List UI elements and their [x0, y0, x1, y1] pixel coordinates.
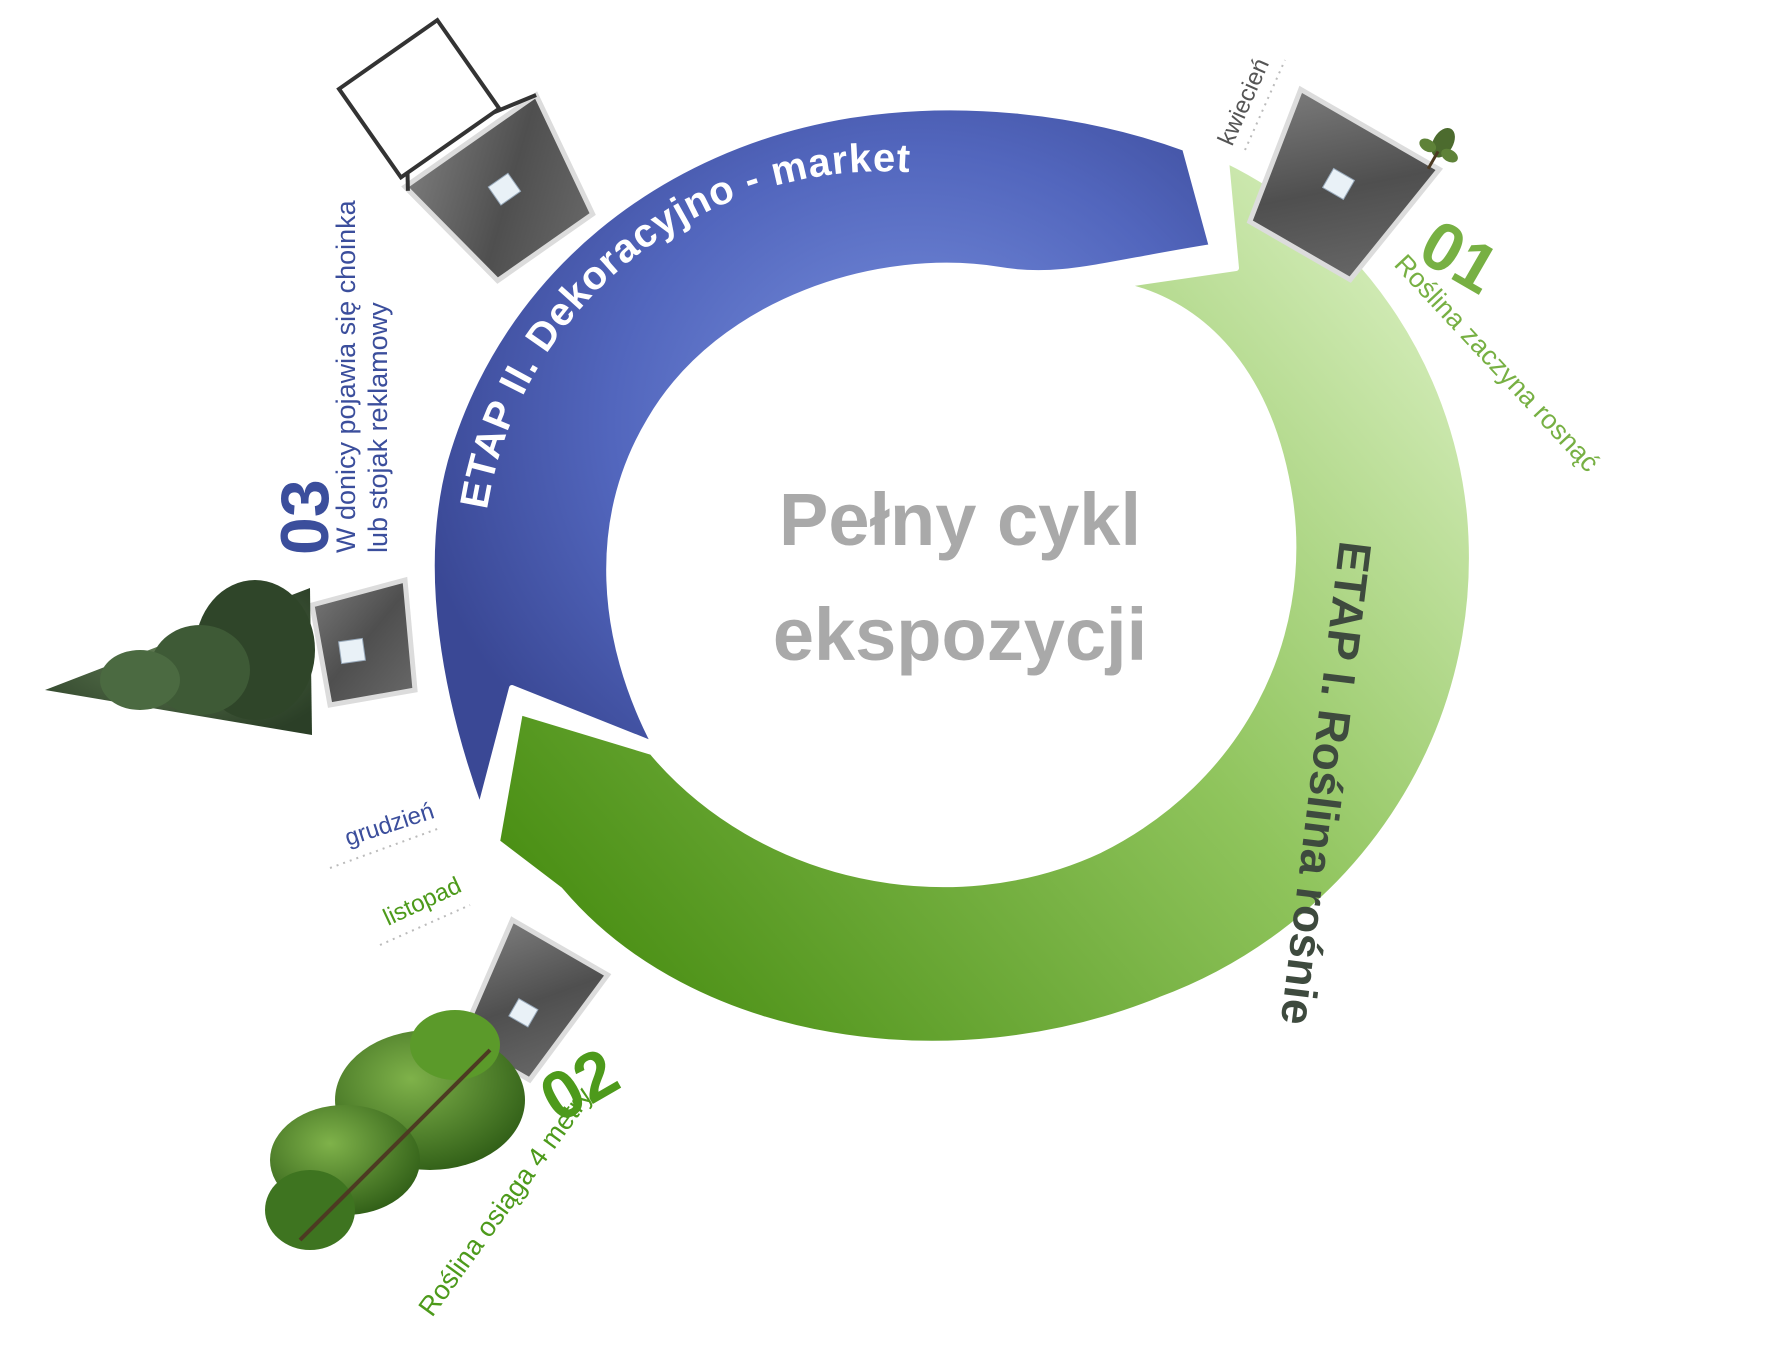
month-april-divider	[1244, 59, 1286, 151]
planter-ad-stand	[336, 17, 596, 284]
planter-label-icon	[1321, 167, 1356, 201]
month-november: listopad	[379, 872, 465, 931]
center-title-line1: Pełny cykl	[779, 478, 1141, 561]
planter-icon	[309, 576, 418, 708]
christmas-tree-icon	[45, 580, 315, 735]
planter-03	[45, 576, 418, 735]
step-03-line2: lub stojak reklamowy	[363, 302, 393, 553]
center-title-line2: ekspozycji	[773, 593, 1147, 676]
step-03-number: 03	[267, 479, 343, 555]
seedling-icon	[1419, 127, 1458, 170]
month-november-marker: listopad	[379, 872, 471, 946]
stage2-arrow	[428, 104, 1215, 813]
ad-stand-icon	[336, 17, 537, 191]
planter-label-icon	[508, 997, 539, 1028]
stage1-arrow	[494, 157, 1475, 1047]
month-december: grudzień	[342, 798, 438, 852]
step-03-line1: W donicy pojawia się choinka	[331, 199, 361, 553]
planter-label-icon	[487, 172, 522, 206]
month-april: kwiecień	[1213, 54, 1275, 149]
planter-label-icon	[338, 637, 366, 665]
tree-icon	[265, 1010, 525, 1250]
month-april-marker: kwiecień	[1213, 54, 1286, 151]
planter-01	[1246, 85, 1458, 283]
step-03: 03 W donicy pojawia się choinka lub stoj…	[267, 199, 393, 555]
month-november-divider	[379, 904, 471, 946]
month-december-marker: grudzień	[329, 798, 441, 869]
